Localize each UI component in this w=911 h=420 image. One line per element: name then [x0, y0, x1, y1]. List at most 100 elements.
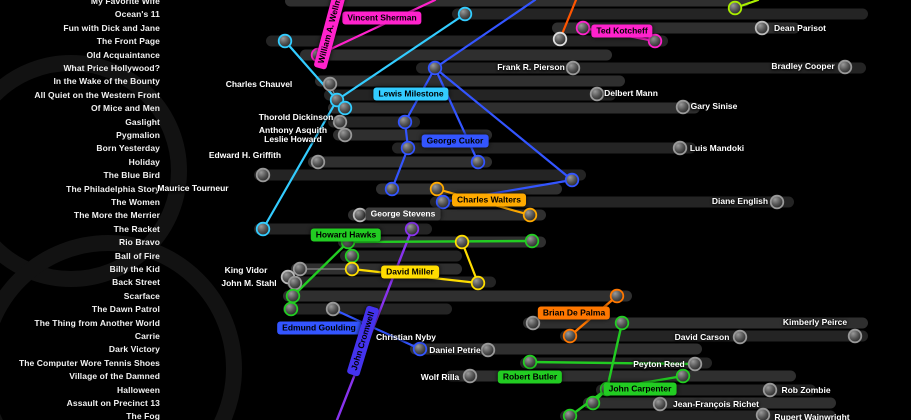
director-label[interactable]: Charles Walters: [452, 193, 526, 207]
film-node[interactable]: [344, 261, 360, 277]
timeline-bar: [285, 0, 750, 7]
film-node[interactable]: [755, 407, 771, 420]
film-node[interactable]: [384, 181, 400, 197]
timeline-bar: [328, 102, 700, 114]
director-label: Dean Parisot: [774, 23, 826, 33]
director-label: Christian Nyby: [376, 332, 436, 342]
movie-title-label: All Quiet on the Western Front: [34, 90, 160, 100]
film-node[interactable]: [769, 194, 785, 210]
director-label[interactable]: Ted Kotcheff: [591, 24, 653, 38]
director-edge: [433, 0, 537, 70]
film-node[interactable]: [564, 172, 580, 188]
film-node[interactable]: [287, 275, 303, 291]
film-node[interactable]: [429, 181, 445, 197]
director-label[interactable]: Edmund Goulding: [277, 321, 361, 335]
film-node[interactable]: [397, 114, 413, 130]
film-node[interactable]: [454, 234, 470, 250]
director-label[interactable]: Robert Butler: [497, 370, 563, 384]
film-node[interactable]: [337, 100, 353, 116]
film-node[interactable]: [609, 288, 625, 304]
film-node[interactable]: [575, 20, 591, 36]
director-label[interactable]: David Miller: [381, 265, 439, 279]
timeline-bar: [348, 209, 546, 221]
director-edge: [390, 146, 410, 191]
film-node[interactable]: [277, 33, 293, 49]
movie-title-label: The Philadelphia Story: [66, 184, 160, 194]
film-node[interactable]: [562, 408, 578, 420]
film-node[interactable]: [352, 207, 368, 223]
film-node[interactable]: [462, 368, 478, 384]
film-node[interactable]: [837, 59, 853, 75]
film-node[interactable]: [552, 31, 568, 47]
movie-title-label: Of Mice and Men: [90, 103, 160, 113]
film-node[interactable]: [675, 368, 691, 384]
director-label: Leslie Howard: [264, 134, 322, 144]
film-node[interactable]: [525, 315, 541, 331]
director-edge: [335, 12, 467, 102]
director-label[interactable]: George Cukor: [421, 134, 489, 148]
film-node[interactable]: [647, 33, 663, 49]
film-node[interactable]: [470, 154, 486, 170]
timeline-bar: [523, 317, 868, 329]
film-node[interactable]: [404, 221, 420, 237]
film-node[interactable]: [652, 396, 668, 412]
director-label[interactable]: Lewis Milestone: [373, 87, 449, 101]
director-label[interactable]: Vincent Sherman: [342, 11, 422, 25]
film-node[interactable]: [427, 60, 443, 76]
film-node[interactable]: [292, 261, 308, 277]
film-node[interactable]: [412, 341, 428, 357]
film-node[interactable]: [325, 301, 341, 317]
film-node[interactable]: [470, 275, 486, 291]
film-node[interactable]: [585, 395, 601, 411]
director-label: Wolf Rilla: [420, 372, 460, 382]
film-node[interactable]: [565, 60, 581, 76]
timeline-bar: [560, 330, 868, 342]
film-node[interactable]: [589, 86, 605, 102]
film-node[interactable]: [400, 140, 416, 156]
film-node[interactable]: [435, 194, 451, 210]
film-node[interactable]: [727, 0, 743, 16]
film-node[interactable]: [687, 356, 703, 372]
timeline-bar: [392, 142, 696, 154]
film-node[interactable]: [322, 76, 338, 92]
timeline-bar: [583, 397, 836, 409]
film-node[interactable]: [562, 328, 578, 344]
director-edge: [261, 98, 339, 231]
film-node[interactable]: [310, 154, 326, 170]
timeline-bar: [552, 22, 800, 34]
film-node[interactable]: [255, 221, 271, 237]
film-node[interactable]: [457, 6, 473, 22]
film-node[interactable]: [344, 248, 360, 264]
director-label[interactable]: Brian De Palma: [537, 306, 611, 320]
director-label: David Carson: [674, 332, 730, 342]
film-node[interactable]: [332, 114, 348, 130]
film-node[interactable]: [480, 342, 496, 358]
director-label[interactable]: John Carpenter: [603, 382, 677, 396]
movie-title-label: Holiday: [128, 157, 160, 167]
director-label[interactable]: George Stevens: [365, 207, 441, 221]
timeline-bar: [266, 35, 668, 47]
film-node[interactable]: [337, 127, 353, 143]
movie-title-label: Billy the Kid: [109, 264, 160, 274]
film-node[interactable]: [522, 207, 538, 223]
director-label: Thorold Dickinson: [258, 112, 334, 122]
film-node[interactable]: [847, 328, 863, 344]
director-label: Gary Sinise: [690, 101, 738, 111]
director-label[interactable]: Howard Hawks: [310, 228, 382, 242]
film-node[interactable]: [283, 301, 299, 317]
film-node[interactable]: [522, 354, 538, 370]
movie-title-label: The Dawn Patrol: [91, 304, 160, 314]
director-label: John M. Stahl: [221, 278, 277, 288]
film-node[interactable]: [524, 233, 540, 249]
film-node[interactable]: [675, 99, 691, 115]
director-label: Diane English: [711, 196, 769, 206]
timeline-bar: [308, 156, 492, 168]
film-node[interactable]: [762, 382, 778, 398]
film-node[interactable]: [672, 140, 688, 156]
film-node[interactable]: [255, 167, 271, 183]
film-node[interactable]: [285, 288, 301, 304]
film-node[interactable]: [614, 315, 630, 331]
film-node[interactable]: [754, 20, 770, 36]
film-node[interactable]: [732, 329, 748, 345]
movie-title-label: The Women: [111, 197, 160, 207]
